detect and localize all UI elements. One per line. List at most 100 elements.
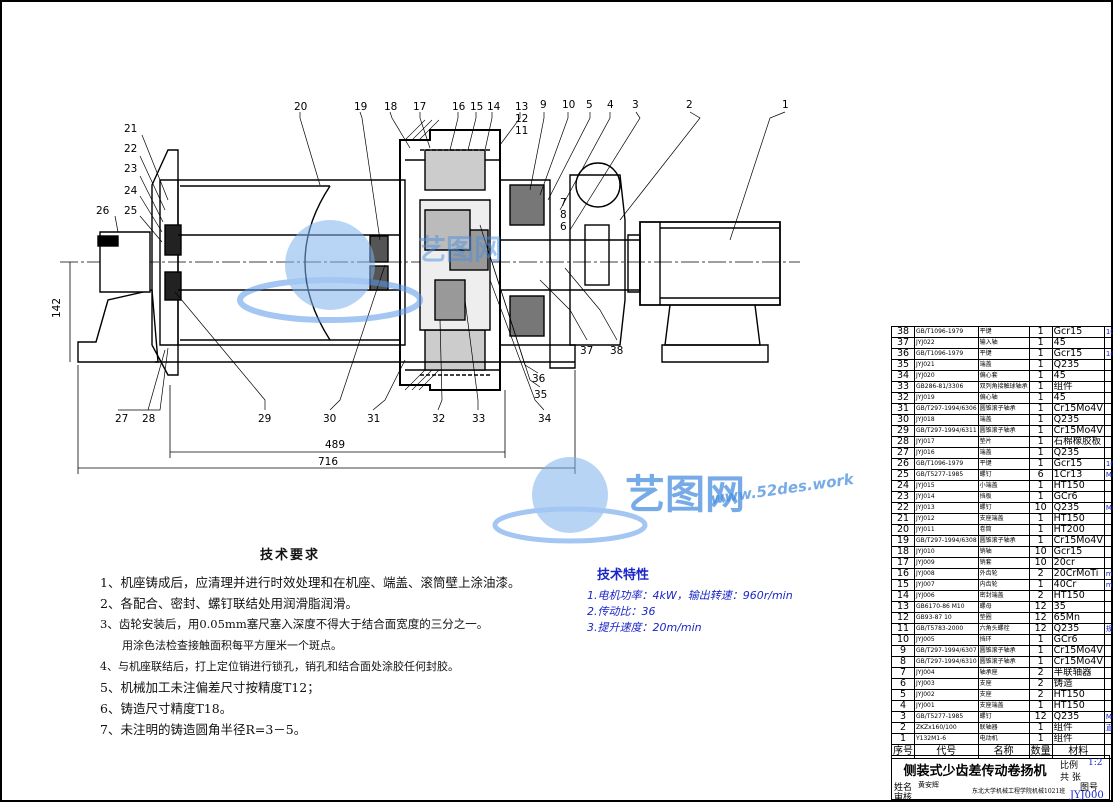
bom-cell-qty: 2 <box>1029 690 1052 701</box>
bom-cell-name: 螺钉 <box>978 503 1029 514</box>
bom-cell-qty: 1 <box>1029 327 1052 338</box>
bom-cell-no: 8 <box>892 657 915 668</box>
bom-cell-qty: 1 <box>1029 525 1052 536</box>
bom-cell-name: 垫片 <box>978 437 1029 448</box>
bom-cell-no: 14 <box>892 591 915 602</box>
bom-cell-code: GB/T297-1994/6307 <box>915 646 979 657</box>
bom-cell-mat: Q235 <box>1052 624 1104 635</box>
bom-cell-note <box>1104 558 1113 569</box>
bom-cell-mat: Q235 <box>1052 448 1104 459</box>
bom-cell-code: JYJ016 <box>915 448 979 459</box>
callout: 17 <box>413 101 426 113</box>
bom-cell-note: M4X12 <box>1104 470 1113 481</box>
bom-cell-code: JYJ010 <box>915 547 979 558</box>
bom-cell-qty: 1 <box>1029 382 1052 393</box>
internal-gear-15 <box>425 150 485 190</box>
bom-cell-no: 38 <box>892 327 915 338</box>
bom-cell-qty: 1 <box>1029 404 1052 415</box>
bom-cell-qty: 1 <box>1029 393 1052 404</box>
bom-cell-name: 圆锥滚子轴承 <box>978 426 1029 437</box>
tech-req-item: 4、与机座联结后，打上定位销进行锁孔，销孔和结合面处涂胶任何封胶。 <box>100 656 480 677</box>
bom-cell-code: GB/T5783-2000 <box>915 624 979 635</box>
bom-cell-mat: Cr15Mo4V <box>1052 404 1104 415</box>
bom-cell-qty: 1 <box>1029 360 1052 371</box>
watermark-brand-2: 艺图网 <box>418 228 502 268</box>
bom-cell-note <box>1104 525 1113 536</box>
scale-value: 1:2 <box>1088 758 1102 768</box>
callout: 9 <box>540 99 547 111</box>
bom-cell-code: JYJ014 <box>915 492 979 503</box>
bom-cell-code: GB/T5277-1985 <box>915 470 979 481</box>
sheet-label: 共 张 <box>1060 770 1081 783</box>
callout: 32 <box>432 413 445 425</box>
bom-cell-qty: 1 <box>1029 459 1052 470</box>
bom-cell-name: 支座端盖 <box>978 701 1029 712</box>
bom-cell-mat: Cr15Mo4V <box>1052 536 1104 547</box>
callout: 7 <box>560 197 567 209</box>
bom-cell-mat: 铸造 <box>1052 679 1104 690</box>
bom-cell-note <box>1104 679 1113 690</box>
bom-cell-name: 联轴器 <box>978 723 1029 734</box>
bom-cell-mat: HT150 <box>1052 514 1104 525</box>
bom-cell-code: GB/T5277-1985 <box>915 712 979 723</box>
bom-row: 3GB/T5277-1985螺钉12Q235M4X12 <box>892 712 1113 723</box>
bom-cell-note <box>1104 547 1113 558</box>
callout: 27 <box>115 413 128 425</box>
bom-cell-code: JYJ012 <box>915 514 979 525</box>
bom-cell-qty: 1 <box>1029 657 1052 668</box>
bom-cell-note: 规格螺栓 <box>1104 624 1113 635</box>
callout: 29 <box>258 413 271 425</box>
callout: 10 <box>562 99 575 111</box>
callout: 22 <box>124 143 137 155</box>
bom-cell-qty: 1 <box>1029 734 1052 745</box>
bom-cell-note <box>1104 591 1113 602</box>
bom-cell-no: 5 <box>892 690 915 701</box>
bom-cell-mat: HT150 <box>1052 591 1104 602</box>
callout: 5 <box>586 99 593 111</box>
bom-cell-name: 螺钉 <box>978 470 1029 481</box>
bom-cell-no: 10 <box>892 635 915 646</box>
bom-cell-name: 支座 <box>978 690 1029 701</box>
bom-cell-note <box>1104 360 1113 371</box>
bom-cell-mat: 组件 <box>1052 734 1104 745</box>
bom-cell-no: 37 <box>892 338 915 349</box>
bom-cell-no: 11 <box>892 624 915 635</box>
bom-cell-code: JYJ004 <box>915 668 979 679</box>
callout: 20 <box>294 101 307 113</box>
bom-cell-qty: 1 <box>1029 646 1052 657</box>
bom-cell-name: 双列角接触球轴承 <box>978 382 1029 393</box>
callout: 21 <box>124 123 137 135</box>
bom-cell-note <box>1104 668 1113 679</box>
bearing-9 <box>510 185 544 225</box>
school-name: 东北大学机械工程学院机械1021班 <box>972 786 1065 795</box>
bom-cell-qty: 1 <box>1029 426 1052 437</box>
tech-spec-item: 3.提升速度：20m/min <box>587 620 793 636</box>
callout: 14 <box>487 101 501 113</box>
bom-cell-no: 2 <box>892 723 915 734</box>
dim-716: 716 <box>318 456 338 468</box>
tech-spec-item: 1.电机功率：4kW，输出转速：960r/min <box>587 588 793 604</box>
bom-cell-code: Y132M1-6 <box>915 734 979 745</box>
bom-cell-code: GB/T1096-1979 <box>915 459 979 470</box>
bom-cell-note <box>1104 690 1113 701</box>
bom-cell-name: 螺母 <box>978 602 1029 613</box>
